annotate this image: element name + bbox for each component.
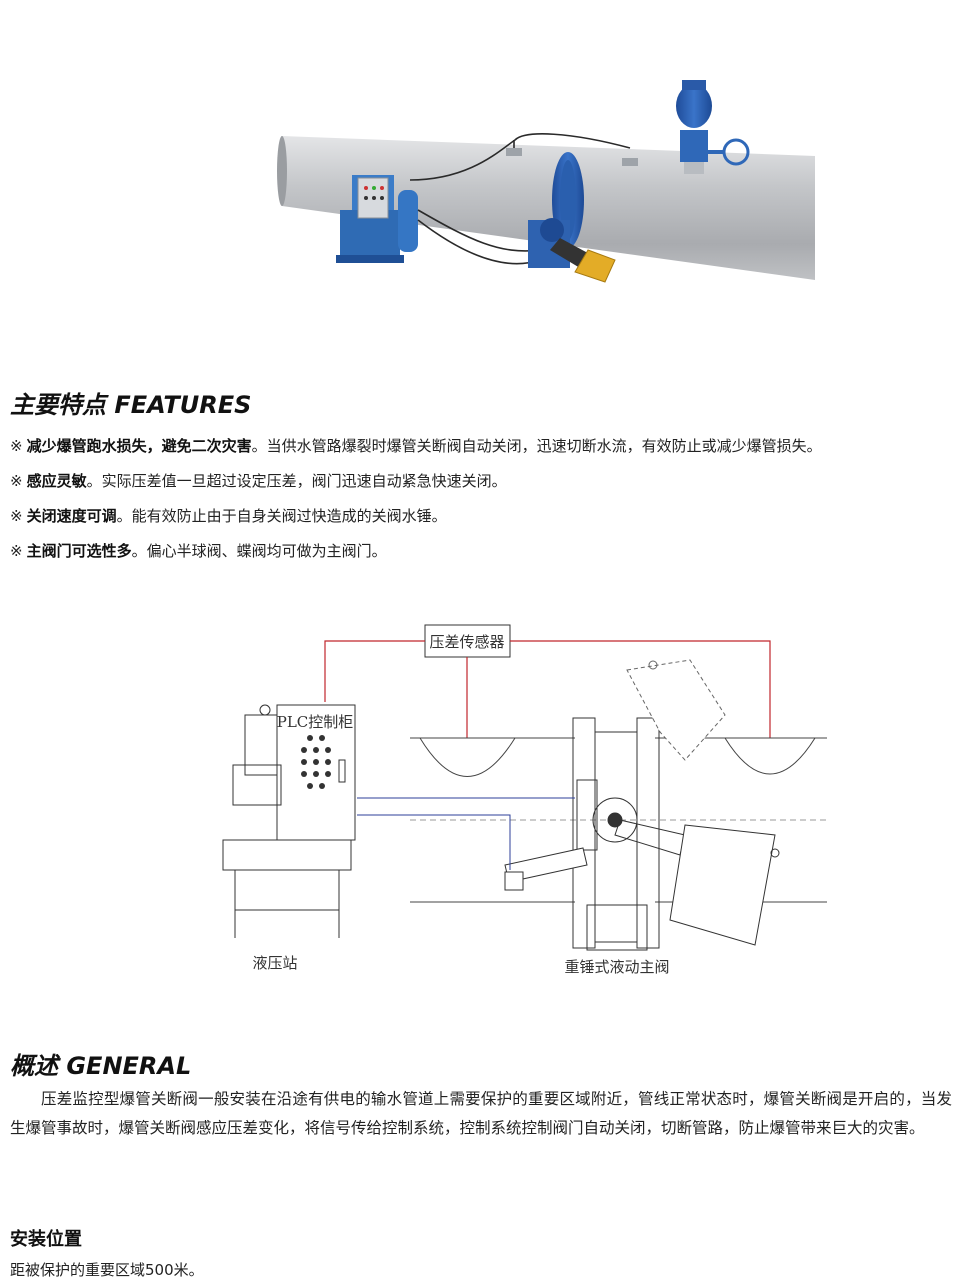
- air-release-valve: [676, 80, 750, 174]
- reference-mark: ※: [10, 507, 23, 525]
- sensor-lines: [324, 640, 771, 738]
- differential-pressure-sensor: 压差传感器: [424, 624, 511, 658]
- features-heading-en: FEATURES: [114, 391, 252, 419]
- feature-item: ※关闭速度可调。能有效防止由于自身关阀过快造成的关阀水锤。: [10, 502, 955, 537]
- general-paragraph: 压差监控型爆管关断阀一般安装在沿途有供电的输水管道上需要保护的重要区域附近，管线…: [10, 1090, 952, 1137]
- counterweight-arm: [614, 659, 780, 946]
- schematic-diagram: 压差传感器: [222, 624, 827, 976]
- feature-list: ※减少爆管跑水损失，避免二次灾害。当供水管路爆裂时爆管关断阀自动关闭，迅速切断水…: [10, 432, 955, 572]
- reference-mark: ※: [10, 437, 23, 455]
- water-pipe: [277, 136, 815, 280]
- valve-body: [572, 717, 660, 951]
- feature-text: 。实际压差值一旦超过设定压差，阀门迅速自动紧急快速关闭。: [86, 472, 507, 490]
- hydraulic-lines: [357, 797, 575, 870]
- main-valve-label: 重锤式液动主阀: [564, 958, 669, 976]
- reference-mark: ※: [10, 472, 23, 490]
- feature-highlight: 感应灵敏: [26, 472, 87, 490]
- plc-label: PLC控制柜: [277, 713, 354, 731]
- features-heading: 主要特点 FEATURES: [10, 385, 251, 420]
- pressure-sensors: [506, 148, 638, 166]
- feature-item: ※感应灵敏。实际压差值一旦超过设定压差，阀门迅速自动紧急快速关闭。: [10, 467, 955, 502]
- feature-text: 。能有效防止由于自身关阀过快造成的关阀水锤。: [116, 507, 447, 525]
- feature-text: 。偏心半球阀、蝶阀均可做为主阀门。: [131, 542, 387, 560]
- main-valve: [528, 152, 616, 283]
- general-heading: 概述 GENERAL: [10, 1046, 191, 1081]
- product-illustration: [277, 80, 815, 283]
- hydraulic-station: PLC控制柜: [222, 704, 356, 938]
- general-heading-en: GENERAL: [66, 1052, 192, 1080]
- general-heading-zh: 概述: [10, 1052, 58, 1080]
- sensor-label: 压差传感器: [429, 633, 504, 651]
- feature-text: 。当供水管路爆裂时爆管关断阀自动关闭，迅速切断水流，有效防止或减少爆管损失。: [251, 437, 822, 455]
- features-heading-zh: 主要特点: [10, 391, 106, 419]
- hydraulic-station-label: 液压站: [252, 954, 297, 972]
- feature-item: ※主阀门可选性多。偏心半球阀、蝶阀均可做为主阀门。: [10, 537, 955, 572]
- feature-item: ※减少爆管跑水损失，避免二次灾害。当供水管路爆裂时爆管关断阀自动关闭，迅速切断水…: [10, 432, 955, 467]
- install-heading: 安装位置: [10, 1229, 82, 1250]
- reference-mark: ※: [10, 542, 23, 560]
- hydraulic-cabinet: [336, 175, 418, 263]
- plc-buttons: [301, 735, 331, 789]
- hydraulic-cylinder: [504, 847, 588, 891]
- feature-highlight: 主阀门可选性多: [26, 542, 132, 560]
- install-text: 距被保护的重要区域500米。: [10, 1261, 204, 1279]
- feature-highlight: 关闭速度可调: [26, 507, 117, 525]
- feature-highlight: 减少爆管跑水损失，避免二次灾害: [26, 437, 252, 455]
